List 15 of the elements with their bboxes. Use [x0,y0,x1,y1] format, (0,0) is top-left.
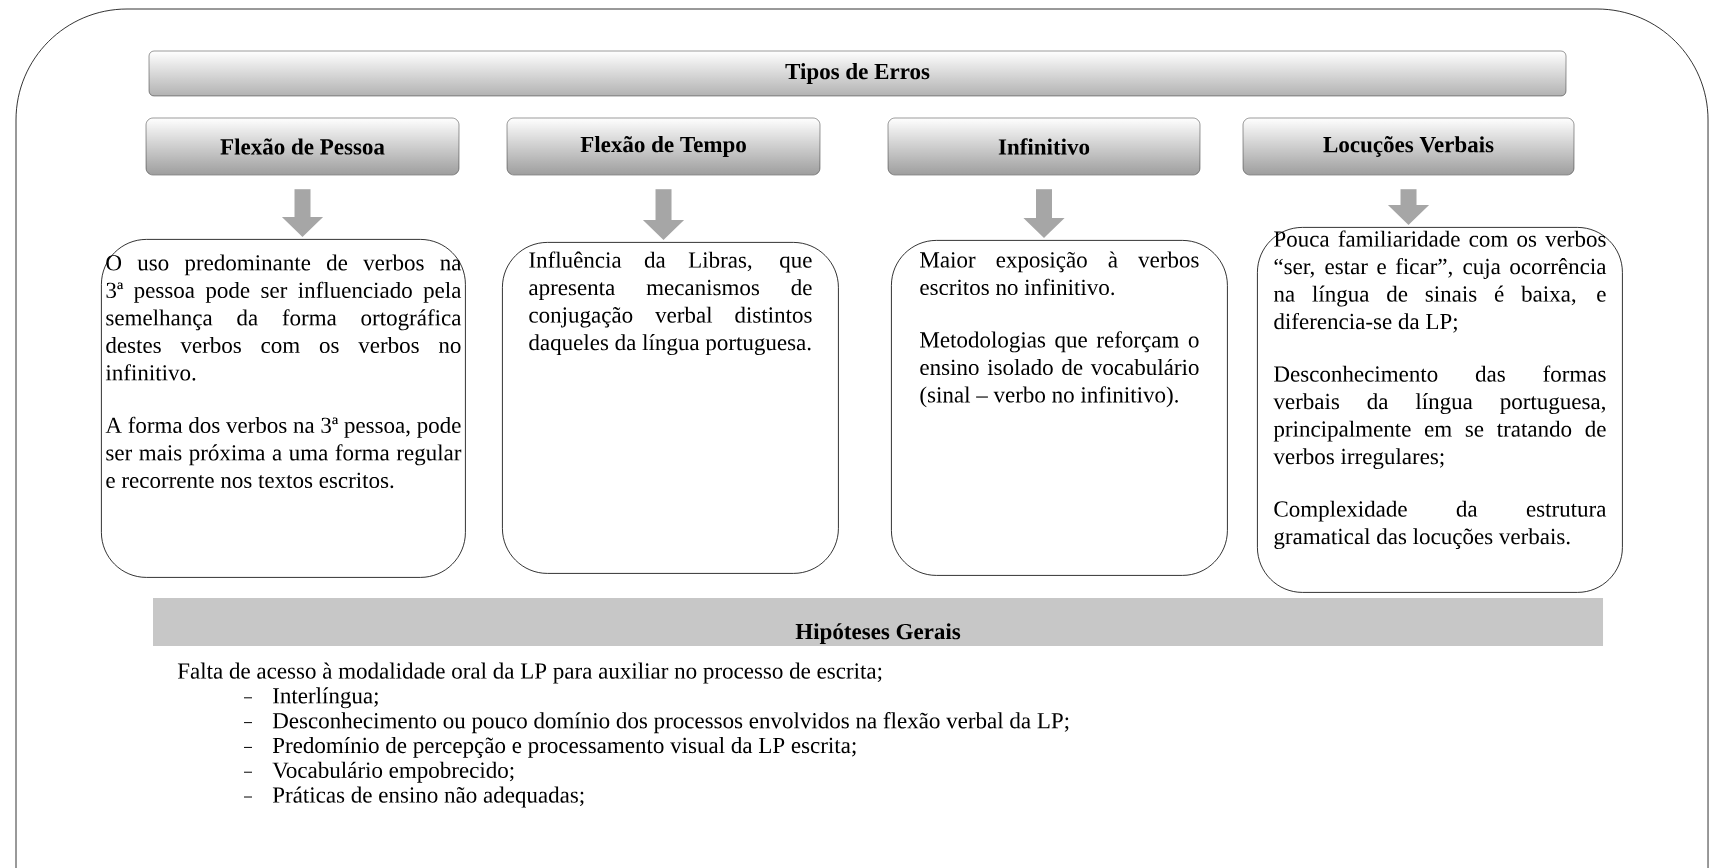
list-item: Predomínio de percepção e processamento visual da LP escrita; [272,736,856,758]
header-box: Infinitivo [887,117,1201,176]
header-box: Flexão de Tempo [506,117,821,176]
header-box: Locuções Verbais [1242,117,1575,176]
header-box: Flexão de Pessoa [145,117,460,176]
list-item: Interlíngua; [273,687,378,709]
text-box: Influência da Libras, que apresenta mecanismos de conjugação verbal distintos daqueles da língua portuguesa. [502,242,839,574]
text-box: Pouca familiaridade com os verbos “ser, estar e ficar”, cuja ocorrência na língua de sinais é baixa, e diferencia-se da LP; Desconhecimento das formas verbais da língua portuguesa, principalmente em se tratando de verbos irregulares; Complexidade da estrutura gramatical das locuções verbais. [1257,227,1623,593]
list-item: Desconhecimento ou pouco domínio dos processos envolvidos na flexão verbal da LP; [272,712,1069,734]
title-bar: Tipos de Erros [148,50,1567,97]
list-item: Práticas de ensino não adequadas; [272,786,584,808]
list-item: Vocabulário empobrecido; [272,761,514,783]
text-box: O uso predominante de verbos na 3ª pessoa pode ser influenciado pela semelhança da forma ortográfica destes verbos com os verbos no infinitivo. A forma dos verbos na 3ª pessoa, pode ser mais próxima a uma forma regular e recorrente nos textos escritos. [101,239,466,578]
text-box: Maior exposição à verbos escritos no infinitivo. Metodologias que reforçam o ensino isolado de vocabulário (sinal – verbo no infinitivo). [891,240,1228,576]
heading-band: Hipóteses Gerais [153,598,1603,646]
